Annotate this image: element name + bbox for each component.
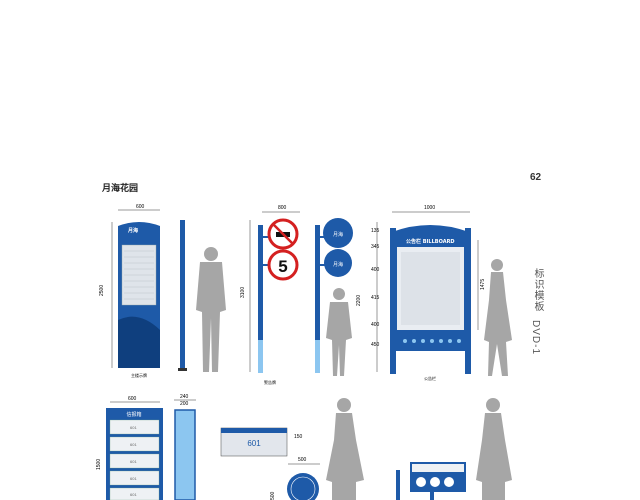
svg-text:601: 601 — [130, 425, 137, 430]
svg-text:月海: 月海 — [127, 227, 138, 234]
directory-width-label: 600 — [136, 204, 145, 210]
billboard-title: 公告栏 BILLBOARD — [406, 238, 455, 245]
mailbox-width-label: 600 — [128, 396, 137, 402]
billboard: 1000 135 345 400 415 400 450 2200 1475 公… — [356, 205, 486, 381]
svg-text:月海: 月海 — [333, 231, 343, 238]
mailbox: 600 1500 信报箱 601 601 601 601 601 240 200 — [96, 394, 196, 500]
directory-caption: 主楼示牌 — [131, 372, 147, 378]
mailbox-header: 信报箱 — [126, 411, 141, 418]
svg-text:200: 200 — [180, 401, 189, 407]
svg-text:1475: 1475 — [480, 279, 486, 290]
svg-text:450: 450 — [371, 342, 380, 348]
svg-text:601: 601 — [130, 442, 137, 447]
category-label: 标识模板 — [532, 268, 543, 312]
svg-text:400: 400 — [371, 267, 380, 273]
svg-text:400: 400 — [371, 322, 380, 328]
svg-text:415: 415 — [371, 295, 380, 301]
svg-text:月海: 月海 — [333, 261, 343, 268]
svg-text:601: 601 — [130, 476, 137, 481]
round-width-label: 500 — [298, 457, 307, 463]
traffic-sign: 800 3100 5 警告牌 月海 月海 — [240, 205, 353, 385]
svg-text:500: 500 — [270, 491, 276, 500]
mailbox-side-label: 1500 — [96, 459, 102, 470]
mailbox-side-width: 240 — [180, 394, 189, 400]
directory-height-label: 2500 — [99, 285, 105, 296]
directory-sign: 600 2500 月海 主楼示牌 — [99, 204, 187, 378]
human-silhouettes — [196, 247, 512, 500]
svg-text:345: 345 — [371, 244, 380, 250]
project-title: 月海花园 — [102, 184, 139, 194]
svg-text:135: 135 — [371, 228, 380, 234]
warning-board — [396, 462, 466, 500]
svg-text:150: 150 — [294, 434, 303, 440]
billboard-height-label: 2200 — [356, 295, 362, 306]
door-plate: 601 150 — [220, 427, 303, 457]
svg-text:601: 601 — [130, 492, 137, 497]
speed-limit-value: 5 — [278, 257, 287, 276]
door-number: 601 — [247, 439, 261, 448]
round-sign: 500 500 — [270, 457, 320, 500]
page-number: 62 — [530, 172, 542, 183]
template-code: DVD-1 — [530, 320, 541, 356]
traffic-width-label: 800 — [278, 205, 287, 211]
billboard-caption: 公告栏 — [424, 375, 436, 381]
traffic-height-label: 3100 — [240, 287, 246, 298]
svg-text:601: 601 — [130, 459, 137, 464]
traffic-caption: 警告牌 — [264, 379, 276, 385]
billboard-width-label: 1000 — [424, 205, 435, 211]
